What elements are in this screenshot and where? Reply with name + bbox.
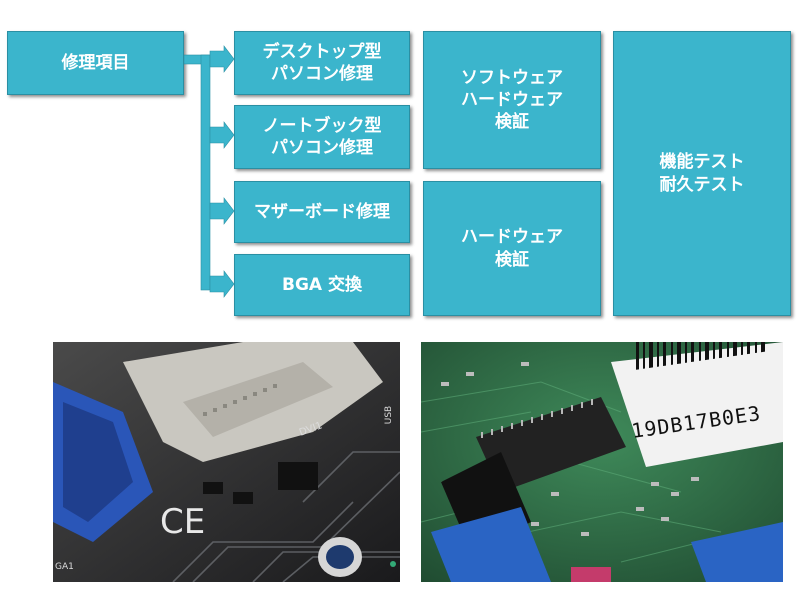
tests-label: 機能テスト 耐久テスト — [659, 152, 745, 195]
usb-silkscreen: USB — [384, 405, 395, 425]
connector-blue-left — [431, 507, 551, 582]
repair-item-desktop: デスクトップ型 パソコン修理 — [234, 31, 410, 95]
barcode-bars — [636, 342, 765, 370]
connector-blue-right — [691, 522, 783, 582]
arrow-desktop — [209, 45, 235, 73]
root-box: 修理項目 — [7, 31, 184, 95]
barcode-label — [611, 342, 783, 467]
arrow-trunk — [200, 54, 211, 291]
arrow-bga — [209, 270, 235, 298]
repair-item-motherboard: マザーボード修理 — [234, 181, 410, 243]
repair-label-desktop: デスクトップ型 パソコン修理 — [262, 41, 382, 84]
ce-mark: CE — [160, 502, 206, 542]
inspection-hw-label: ハードウェア 検証 — [461, 227, 563, 270]
inspection-sw-hw-box: ソフトウェア ハードウェア 検証 — [423, 31, 601, 169]
repair-item-notebook: ノートブック型 パソコン修理 — [234, 105, 410, 169]
repair-label-bga: BGA 交換 — [282, 274, 362, 295]
tests-box: 機能テスト 耐久テスト — [613, 31, 791, 316]
arrow-motherboard — [209, 197, 235, 225]
connector-arrows — [183, 45, 235, 298]
repair-label-notebook: ノートブック型 パソコン修理 — [262, 115, 382, 158]
repair-label-motherboard: マザーボード修理 — [254, 201, 390, 222]
pcb-photo-art — [421, 342, 783, 582]
inspection-hw-box: ハードウェア 検証 — [423, 181, 601, 316]
motherboard-photo: CE DVI1 USB GA1 — [53, 342, 400, 582]
motherboard-photo-art — [53, 342, 400, 582]
connector-pink — [571, 567, 611, 582]
ic-chip — [476, 397, 626, 492]
repair-item-bga: BGA 交換 — [234, 254, 410, 316]
root-label: 修理項目 — [61, 52, 130, 73]
edge-silkscreen: GA1 — [55, 562, 74, 572]
inspection-sw-hw-label: ソフトウェア ハードウェア 検証 — [461, 67, 563, 133]
arrow-notebook — [209, 121, 235, 149]
pcb-photo: 19DB17B0E3 — [421, 342, 783, 582]
